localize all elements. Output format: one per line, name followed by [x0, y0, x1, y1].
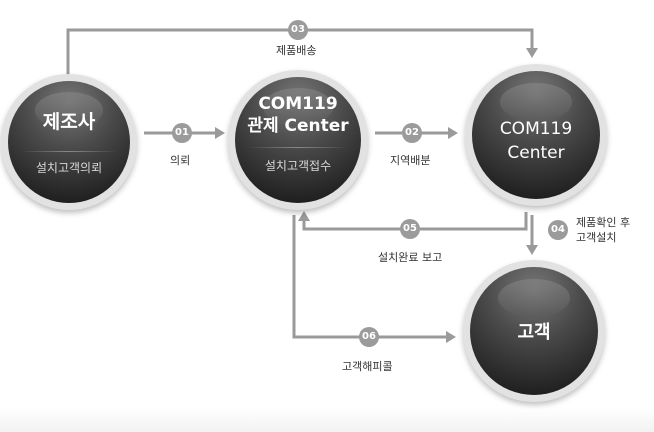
node-gloss — [262, 88, 334, 127]
node-customer-title: 고객 — [517, 322, 551, 343]
node-gloss — [34, 91, 104, 129]
step-label-02: 지역배분 — [390, 154, 431, 167]
node-control-center-subtitle: 설치고객접수 — [264, 159, 332, 173]
arrowhead-06 — [446, 331, 456, 343]
step-badge-03: 03 — [288, 20, 308, 40]
node-manufacturer-title: 제조사 — [42, 111, 96, 133]
node-gloss — [500, 82, 572, 121]
node-control-center-title: COM119 관제 Center — [247, 94, 349, 136]
node-manufacturer-subtitle: 설치고객의뢰 — [35, 161, 103, 175]
step-badge-02: 02 — [402, 123, 422, 143]
bottom-band — [0, 408, 654, 432]
node-manufacturer-body: 제조사 설치고객의뢰 — [8, 81, 130, 203]
arrowhead-02 — [448, 127, 458, 139]
node-customer: 고객 — [463, 260, 605, 402]
node-gloss — [498, 278, 570, 317]
step-label-01: 의뢰 — [170, 154, 191, 167]
arrowhead-01 — [215, 127, 225, 139]
step-badge-04: 04 — [548, 220, 568, 240]
node-manufacturer: 제조사 설치고객의뢰 — [1, 74, 137, 210]
step-badge-01: 01 — [172, 123, 192, 143]
arrowhead-05 — [298, 211, 310, 221]
step-label-03: 제품배송 — [276, 44, 317, 57]
node-control-center: COM119 관제 Center 설치고객접수 — [228, 70, 368, 210]
node-center: COM119 Center — [465, 64, 607, 206]
step-label-05: 설치완료 보고 — [378, 251, 443, 264]
step-label-06: 고객해피콜 — [342, 360, 393, 373]
node-center-title: COM119 Center — [499, 119, 573, 163]
step-badge-05: 05 — [400, 219, 420, 239]
node-center-body: COM119 Center — [472, 71, 600, 199]
node-divider — [247, 147, 349, 148]
node-control-center-body: COM119 관제 Center 설치고객접수 — [235, 77, 361, 203]
node-customer-body: 고객 — [470, 267, 598, 395]
arrowhead-03 — [526, 48, 538, 58]
arrowhead-04 — [526, 245, 538, 255]
step-badge-06: 06 — [359, 327, 379, 347]
connector-06 — [292, 215, 446, 339]
node-divider — [20, 151, 118, 152]
step-label-04: 제품확인 후 고객설치 — [576, 216, 631, 244]
